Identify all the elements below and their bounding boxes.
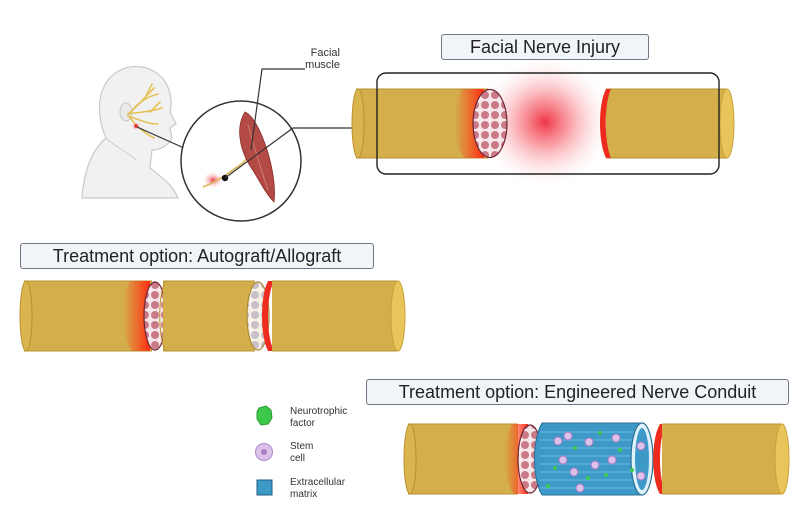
distal-stump [606, 89, 726, 158]
injured-nerve [351, 54, 735, 190]
stem-cell [569, 467, 579, 477]
stem-cell [611, 433, 621, 443]
title-engineered-nerve-conduit: Treatment option: Engineered Nerve Condu… [366, 379, 789, 405]
facial-muscle-label-line1: Facial [310, 47, 340, 59]
legend-item-neurotrophic-factor: Neurotrophic factor [290, 406, 347, 430]
neurotrophic-factor [598, 431, 602, 435]
legend-item-extracellular-matrix: Extracellular matrix [290, 477, 345, 501]
callout-line-muscle [250, 68, 305, 151]
legend-label-line2: cell [290, 453, 306, 464]
stem-cell [636, 441, 646, 451]
fascicle-cross-section [472, 88, 508, 159]
stem-cell [553, 436, 563, 446]
stem-cell [563, 431, 573, 441]
head-silhouette [81, 66, 179, 199]
connector-line-nerve [224, 127, 378, 179]
neurotrophic-factor [586, 476, 590, 480]
engineered-conduit [542, 423, 642, 495]
neurotrophic-factor [618, 448, 622, 452]
stem-cell [636, 471, 646, 481]
legend-label-line1: Stem [290, 441, 314, 452]
stem-cell [575, 483, 585, 493]
stem-cell [558, 455, 568, 465]
legend-item-stem-cell: Stem cell [290, 441, 313, 465]
facial-muscle-label: Facial muscle [300, 47, 340, 71]
autograft-nerve [19, 280, 406, 352]
legend-label-line2: matrix [290, 489, 318, 500]
conduit-nerve [403, 422, 790, 496]
facial-muscle-label-line2: muscle [305, 59, 340, 71]
legend-label-line2: factor [290, 418, 316, 429]
title-facial-nerve-injury: Facial Nerve Injury [441, 34, 649, 60]
neurotrophic-factor [546, 484, 550, 488]
zoom-circle [180, 100, 302, 222]
legend-label-line1: Neurotrophic [290, 406, 348, 417]
stem-cell [584, 437, 594, 447]
connector-line-head [136, 126, 185, 149]
injury-frame [376, 72, 720, 175]
neurotrophic-factor [630, 468, 634, 472]
neurotrophic-factor [553, 466, 557, 470]
extracellular-matrix-icon [256, 479, 273, 496]
neurotrophic-factor [573, 446, 577, 450]
graft-segment [163, 281, 255, 351]
neurotrophic-factor-icon [256, 405, 273, 426]
injury-glow [475, 54, 615, 190]
proximal-fascicle [143, 281, 167, 351]
title-autograft-allograft: Treatment option: Autograft/Allograft [20, 243, 374, 269]
stem-cell [590, 460, 600, 470]
stem-cell [607, 455, 617, 465]
neurotrophic-factor [604, 473, 608, 477]
legend-label-line1: Extracellular [290, 477, 346, 488]
